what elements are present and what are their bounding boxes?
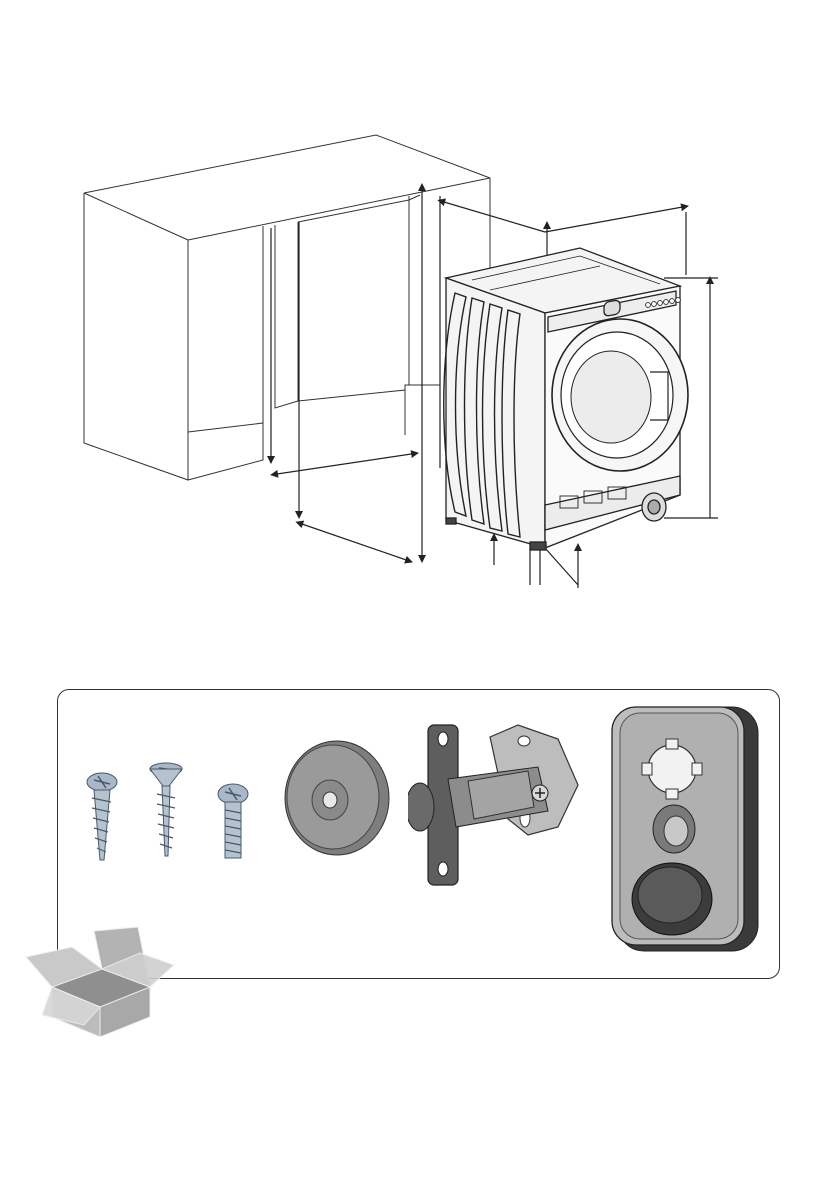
installation-diagram xyxy=(0,0,839,640)
kitchen-cabinet xyxy=(84,135,490,480)
door-hinge-icon xyxy=(408,715,588,890)
washing-machine xyxy=(444,248,688,550)
machine-screw-icon xyxy=(215,782,251,860)
open-box-icon xyxy=(22,925,178,1040)
pan-head-screw-icon xyxy=(84,768,120,864)
foot-pad-icon xyxy=(282,738,392,858)
magnetic-latch-plate-icon xyxy=(608,703,760,953)
countersunk-screw-icon xyxy=(147,760,185,860)
